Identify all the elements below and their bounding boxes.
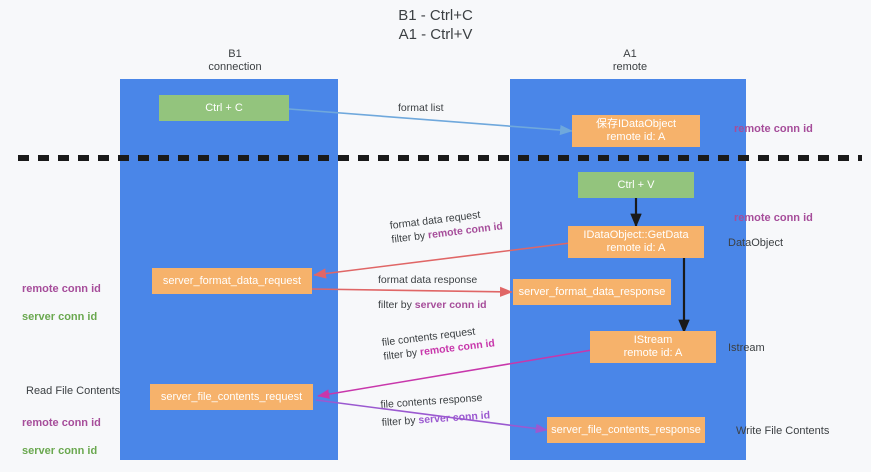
edge-label-group-format-data-request: format data request filter by remote con… — [389, 205, 504, 246]
filter-prefix: filter by — [378, 299, 415, 311]
edge-label-file-contents-response-filter: filter by server conn id — [381, 408, 490, 430]
annotation-right-remote-conn-id-top: remote conn id — [734, 123, 813, 135]
box-ctrl-v[interactable]: Ctrl + V — [578, 172, 694, 198]
edge-label-format-list: format list — [398, 102, 444, 114]
annotation-right-remote-conn-id-mid: remote conn id — [734, 212, 813, 224]
filter-value-server-conn-id: server conn id — [414, 299, 487, 311]
box-server-file-contents-request[interactable]: server_file_contents_request — [150, 384, 313, 410]
edge-label-group-file-contents-response: file contents response filter by server … — [380, 390, 491, 429]
annotation-left-remote-conn-id: remote conn id — [22, 283, 101, 295]
annotation-left-server-conn-id: server conn id — [22, 311, 98, 323]
edge-label-group-file-contents-request: file contents request filter by remote c… — [381, 322, 496, 363]
box-idataobject-remote[interactable]: 保存IDataObject remote id: A — [572, 115, 700, 147]
annotation-left-remote-conn-id-2: remote conn id — [22, 417, 101, 429]
box-server-format-data-request[interactable]: server_format_data_request — [152, 268, 312, 294]
lane-header-b1: B1 connection — [208, 48, 262, 73]
filter-prefix: filter by — [381, 414, 419, 429]
lane-header-a1: A1 remote — [612, 48, 648, 73]
box-idataobject-getdata[interactable]: IDataObject::GetData remote id: A — [568, 226, 704, 258]
annotation-read-file-contents: Read File Contents — [26, 385, 121, 397]
box-ctrl-c[interactable]: Ctrl + C — [159, 95, 289, 121]
annotation-left-server-conn-id-2: server conn id — [22, 445, 98, 457]
edge-label-format-data-response: format data response — [378, 274, 478, 286]
box-server-format-data-response[interactable]: server_format_data_response — [513, 279, 671, 305]
annotation-write-file-contents: Write File Contents — [736, 425, 830, 437]
filter-prefix: filter by — [390, 229, 429, 246]
filter-prefix: filter by — [382, 346, 421, 363]
edge-label-format-data-response-filter: filter by server conn id — [378, 298, 487, 312]
filter-value-server-conn-id: server conn id — [418, 409, 491, 427]
annotation-istream: Istream — [728, 342, 765, 354]
annotation-dataobject: DataObject — [728, 237, 784, 249]
annotation-left-conn-ids: remote conn id server conn id — [22, 268, 101, 338]
box-istream-remote[interactable]: IStream remote id: A — [590, 331, 716, 363]
edge-label-group-format-data-response: format data response filter by server co… — [378, 273, 487, 312]
box-server-file-contents-response[interactable]: server_file_contents_response — [547, 417, 705, 443]
annotation-left-conn-ids-2: remote conn id server conn id — [22, 402, 101, 472]
page-title: B1 - Ctrl+C A1 - Ctrl+V — [398, 7, 473, 43]
